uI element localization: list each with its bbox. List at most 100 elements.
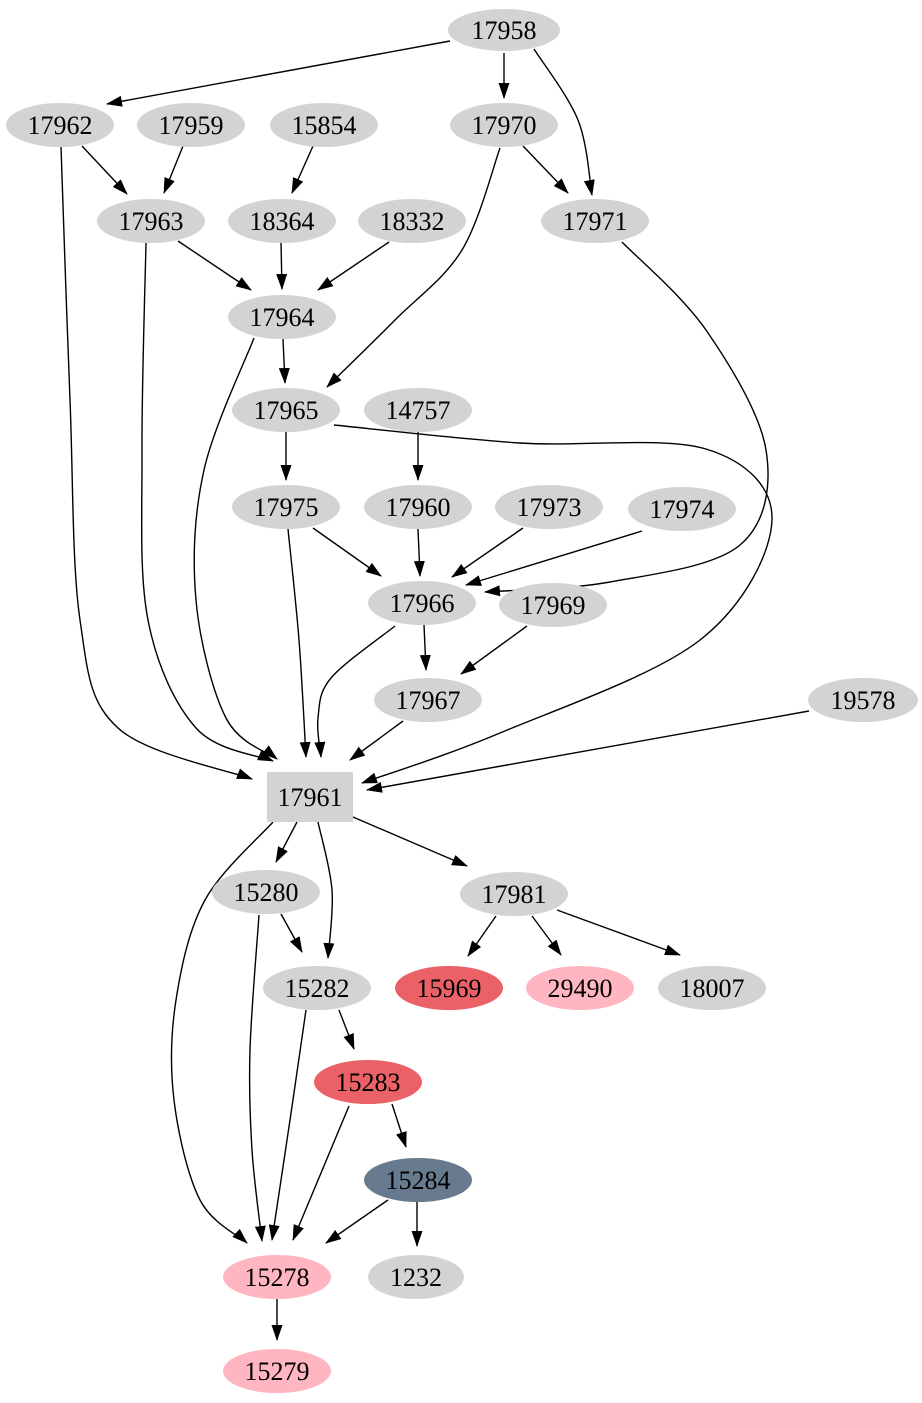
node-17960: 17960 (364, 485, 472, 529)
edge-17975-17961 (287, 528, 311, 758)
node-18332: 18332 (358, 199, 466, 243)
node-17967-ellipse-shape (374, 678, 482, 722)
edge-15284-15278 (325, 1199, 389, 1244)
node-17958-ellipse-shape (448, 9, 560, 51)
node-17974-ellipse-shape (628, 487, 736, 531)
node-1232-ellipse-shape (368, 1255, 464, 1299)
edge-17971-17966 (484, 241, 769, 597)
node-17969-ellipse-shape (499, 583, 607, 627)
node-17965: 17965 (232, 388, 340, 432)
node-17975-ellipse-shape (232, 485, 340, 529)
node-15280-ellipse-shape (212, 870, 320, 914)
edge-17966-17967 (419, 624, 431, 671)
node-15282-ellipse-shape (263, 966, 371, 1010)
edge-17962-17961 (60, 146, 253, 780)
node-15278-ellipse-shape (223, 1255, 331, 1299)
node-17963-ellipse-shape (97, 199, 205, 243)
node-17965-ellipse-shape (232, 388, 340, 432)
edge-17958-17962 (106, 40, 451, 107)
node-15278: 15278 (223, 1255, 331, 1299)
node-17962: 17962 (6, 103, 114, 147)
edge-17961-15278 (170, 821, 274, 1244)
edge-17964-17965 (278, 338, 290, 384)
node-17958: 17958 (448, 9, 560, 51)
node-17964-ellipse-shape (228, 295, 336, 339)
edge-17965-17961 (333, 424, 773, 784)
node-17981-ellipse-shape (460, 872, 568, 916)
edge-15280-15278 (248, 914, 266, 1242)
edge-17981-29490 (531, 915, 562, 956)
edge-17967-17961 (349, 720, 404, 761)
node-17971-ellipse-shape (541, 199, 649, 243)
node-18007: 18007 (658, 966, 766, 1010)
edges-layer (60, 40, 810, 1341)
node-18364: 18364 (228, 199, 336, 243)
node-17960-ellipse-shape (364, 485, 472, 529)
node-17964: 17964 (228, 295, 336, 339)
node-15283: 15283 (314, 1060, 422, 1104)
node-18364-ellipse-shape (228, 199, 336, 243)
edge-15854-18364 (291, 145, 314, 194)
node-15282: 15282 (263, 966, 371, 1010)
edge-18364-17964 (276, 242, 288, 290)
node-17963: 17963 (97, 199, 205, 243)
node-17959: 17959 (137, 103, 245, 147)
edge-17970-17965 (326, 147, 501, 388)
node-18007-ellipse-shape (658, 966, 766, 1010)
node-15854-ellipse-shape (270, 103, 378, 147)
node-1232: 1232 (368, 1255, 464, 1299)
edge-15283-15284 (391, 1103, 407, 1148)
node-15283-ellipse-shape (314, 1060, 422, 1104)
edge-17961-15282 (317, 821, 335, 959)
node-17970-ellipse-shape (450, 103, 558, 147)
node-17981: 17981 (460, 872, 568, 916)
node-17959-ellipse-shape (137, 103, 245, 147)
node-19578: 19578 (808, 678, 918, 722)
edge-17981-15969 (467, 915, 497, 957)
edge-17973-17966 (451, 527, 524, 578)
edge-17969-17967 (460, 625, 528, 675)
edge-17961-15280 (275, 821, 298, 863)
node-14757: 14757 (364, 388, 472, 432)
node-15279: 15279 (223, 1349, 331, 1393)
edge-15280-15282 (280, 913, 303, 953)
node-17974: 17974 (628, 487, 736, 531)
node-14757-ellipse-shape (364, 388, 472, 432)
edge-17981-18007 (556, 909, 681, 956)
node-17975: 17975 (232, 485, 340, 529)
edge-17962-17963 (81, 145, 128, 195)
edge-17963-17961 (140, 242, 274, 762)
node-17961: 17961 (267, 772, 353, 822)
edge-17970-17971 (522, 145, 569, 194)
node-17962-ellipse-shape (6, 103, 114, 147)
node-17969: 17969 (499, 583, 607, 627)
edge-19578-17961 (366, 710, 810, 793)
edge-17963-17964 (177, 240, 252, 291)
edge-17961-17981 (352, 816, 468, 867)
node-19578-ellipse-shape (808, 678, 918, 722)
node-15969-ellipse-shape (395, 966, 503, 1010)
edge-15282-15278 (268, 1009, 307, 1241)
edge-15282-15283 (338, 1009, 355, 1050)
node-17966-ellipse-shape (368, 581, 476, 625)
edge-17975-17966 (312, 527, 382, 577)
node-17967: 17967 (374, 678, 482, 722)
edge-18332-17964 (317, 241, 390, 291)
node-15280: 15280 (212, 870, 320, 914)
node-29490: 29490 (526, 966, 634, 1010)
node-18332-ellipse-shape (358, 199, 466, 243)
edge-17960-17966 (413, 528, 425, 577)
node-17973-ellipse-shape (495, 485, 603, 529)
node-17973: 17973 (495, 485, 603, 529)
node-15284-ellipse-shape (364, 1158, 472, 1202)
edge-17959-17963 (163, 145, 184, 194)
edge-15283-15278 (292, 1105, 350, 1241)
node-17961-box-shape (267, 772, 353, 822)
node-15969: 15969 (395, 966, 503, 1010)
node-15279-ellipse-shape (223, 1349, 331, 1393)
node-17971: 17971 (541, 199, 649, 243)
node-29490-ellipse-shape (526, 966, 634, 1010)
edge-17974-17966 (465, 530, 643, 586)
node-17966: 17966 (368, 581, 476, 625)
